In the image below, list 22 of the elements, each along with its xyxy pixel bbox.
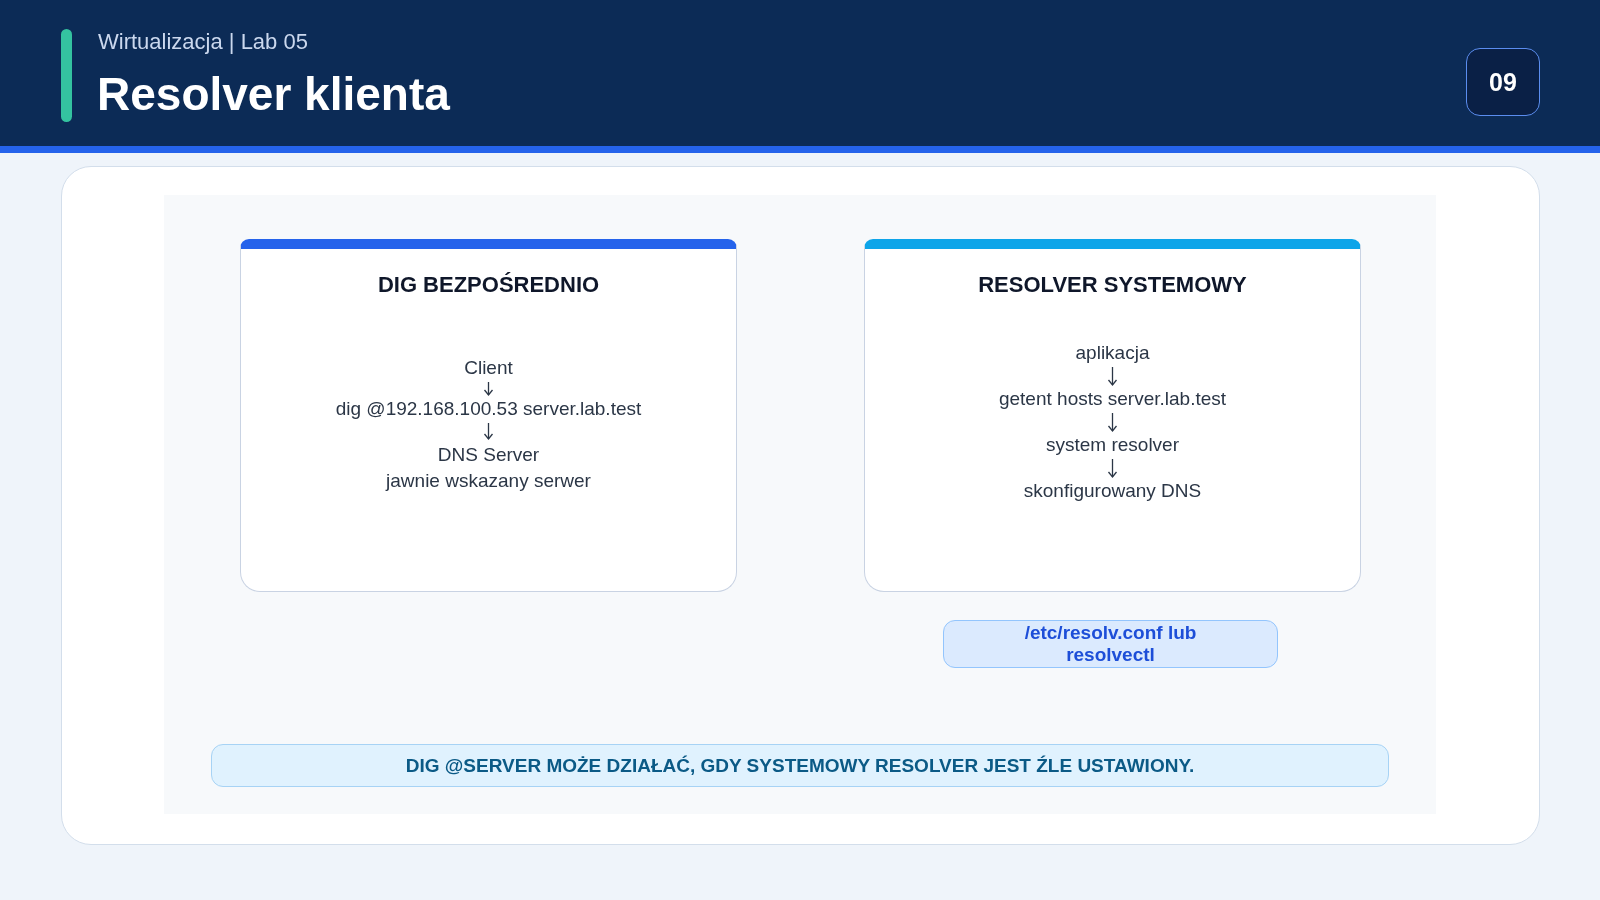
slide-subtitle: Wirtualizacja | Lab 05 bbox=[98, 28, 308, 56]
flow-step-text: aplikacja bbox=[1075, 342, 1150, 364]
card-panel bbox=[864, 239, 1361, 592]
card-heading: RESOLVER SYSTEMOWY bbox=[977, 271, 1248, 299]
flow-step-text: DNS Server bbox=[436, 443, 541, 467]
flow-step-text: system resolver bbox=[1046, 434, 1179, 456]
arrow bbox=[1107, 458, 1118, 478]
flow-step-text: dig @192.168.100.53 server.lab.test bbox=[335, 398, 642, 420]
arrow bbox=[1107, 412, 1118, 432]
page-number-badge: 09 bbox=[1466, 48, 1540, 116]
note-banner: DIG @SERVER MOŻE DZIAŁAĆ, GDY SYSTEMOWY RESOLVER JEST ŹLE USTAWIONY. bbox=[211, 744, 1389, 787]
arrow bbox=[483, 381, 494, 396]
arrow bbox=[1107, 366, 1118, 386]
config-hint-tag: /etc/resolv.conf lub resolvectl bbox=[943, 620, 1278, 668]
card-heading: DIG BEZPOŚREDNIO bbox=[376, 271, 601, 299]
slide-title: Resolver klienta bbox=[97, 67, 450, 122]
flow-step-text: skonfigurowany DNS bbox=[1023, 480, 1202, 502]
flow-step-note: jawnie wskazany serwer bbox=[386, 469, 591, 493]
flow-step-text: Client bbox=[464, 357, 513, 379]
arrow bbox=[483, 422, 494, 440]
card-panel bbox=[240, 239, 737, 592]
flow-step-text: getent hosts server.lab.test bbox=[998, 388, 1227, 410]
